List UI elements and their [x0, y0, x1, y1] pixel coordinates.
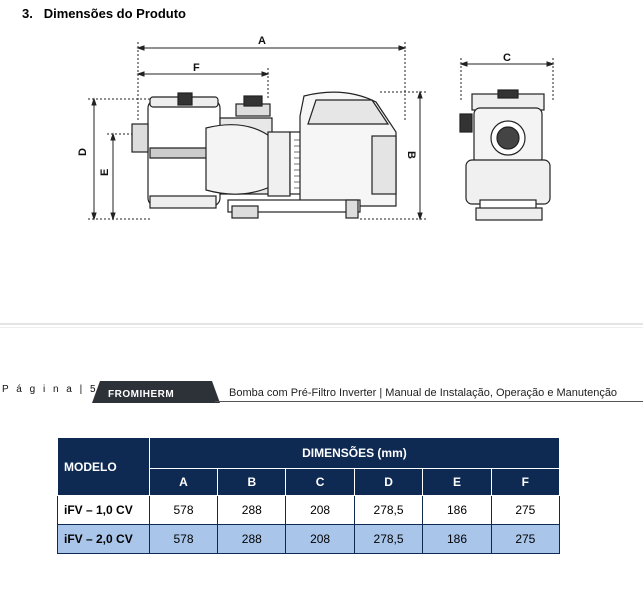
dimensions-table: MODELO DIMENSÕES (mm) A B C D E F iFV – … [57, 437, 561, 554]
section-title: 3. Dimensões do Produto [22, 6, 186, 21]
footer-rule [215, 401, 643, 402]
document-title: Bomba com Pré-Filtro Inverter | Manual d… [229, 387, 618, 399]
row-model: iFV – 2,0 CV [57, 524, 150, 554]
cell-a: 578 [148, 524, 219, 554]
page-number: P á g i n a | 5 [2, 384, 99, 395]
page-separator-secondary [0, 327, 643, 328]
row-model: iFV – 1,0 CV [57, 495, 150, 525]
col-header-c: C [285, 468, 355, 496]
dim-label-b: B [405, 151, 417, 159]
model-header: MODELO [57, 437, 150, 496]
col-header-a: A [148, 468, 219, 496]
table-row: iFV – 1,0 CV 578 288 208 278,5 186 275 [57, 495, 561, 525]
cell-d: 278,5 [353, 495, 424, 525]
cell-e: 186 [422, 524, 492, 554]
col-header-e: E [422, 468, 492, 496]
pump-dimension-drawing: A F C D E B [77, 35, 555, 221]
section-number: 3. [22, 6, 33, 21]
dim-label-c: C [503, 52, 511, 64]
cell-a: 578 [148, 495, 219, 525]
col-header-f: F [490, 468, 561, 496]
table-row: iFV – 2,0 CV 578 288 208 278,5 186 275 [57, 524, 561, 554]
cell-b: 288 [217, 495, 287, 525]
cell-c: 208 [285, 524, 355, 554]
logo-text: FROMIHERM [108, 389, 174, 400]
cell-d: 278,5 [353, 524, 424, 554]
page-separator [0, 323, 643, 325]
section-heading: Dimensões do Produto [43, 6, 186, 21]
cell-b: 288 [217, 524, 287, 554]
dimensions-header: DIMENSÕES (mm) [148, 437, 561, 469]
dim-label-a: A [258, 35, 266, 47]
col-header-b: B [217, 468, 287, 496]
cell-e: 186 [422, 495, 492, 525]
cell-f: 275 [490, 495, 561, 525]
dim-label-d: D [77, 148, 89, 156]
fromiherm-logo: FROMIHERM [92, 381, 220, 403]
dim-label-f: F [193, 62, 200, 74]
dim-label-e: E [99, 169, 111, 176]
cell-f: 275 [490, 524, 561, 554]
cell-c: 208 [285, 495, 355, 525]
col-header-d: D [353, 468, 424, 496]
